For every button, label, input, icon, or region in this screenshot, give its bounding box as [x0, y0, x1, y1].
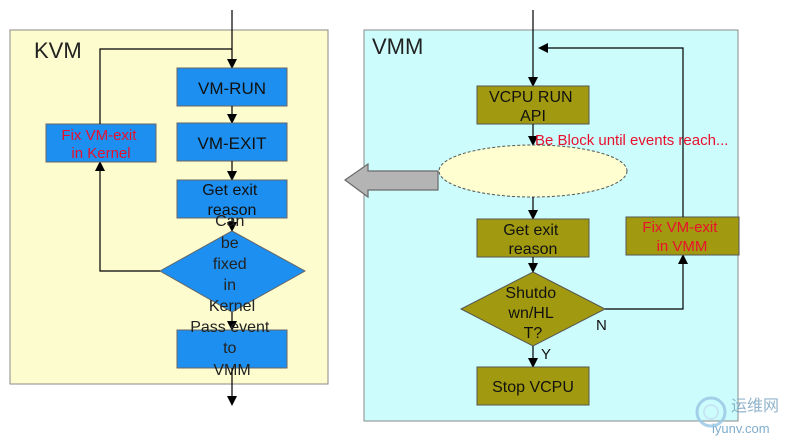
wait-events-ellipse [438, 144, 628, 198]
vm-run-label: VM-RUN [198, 79, 266, 98]
fix-in-vmm-label: Fix VM-exit in VMM [642, 219, 721, 255]
vcpu-run-api-label: VCPU RUN API [489, 89, 577, 125]
vmm-get-exit-reason-box [476, 218, 590, 258]
vmm-title: VMM [372, 34, 423, 59]
block-note: Be Block until events reach... [535, 132, 728, 149]
kvm-title: KVM [34, 38, 82, 63]
yes-label: Y [541, 346, 551, 363]
no-label: N [596, 317, 607, 334]
stop-vcpu-box [476, 366, 590, 406]
stop-vcpu-label: Stop VCPU [492, 379, 574, 396]
vm-exit-box [176, 122, 288, 162]
watermark-domain: iyunv.com [712, 421, 770, 436]
vcpu-run-api-box [476, 85, 590, 125]
watermark-name: 运维网 [731, 397, 779, 415]
pass-event-box [176, 329, 288, 369]
vmm-get-exit-reason-label: Get exit reason [503, 222, 563, 258]
kvm-fix-to-run-line [99, 48, 232, 124]
fix-in-kernel-box [45, 123, 157, 163]
vmm-decision-label: Shutdo wn/HL T? [505, 285, 560, 342]
kvm-get-exit-reason-label: Get exit reason [202, 182, 262, 219]
fix-in-vmm-box [625, 216, 740, 256]
watermark-swirl-icon [695, 396, 727, 428]
kvm-yes-loop-line [95, 161, 160, 272]
kvm-to-vmm-gray-arrow [343, 162, 439, 199]
kvm-decision-label: Can be fixed in Kernel [209, 213, 255, 315]
vmm-no-branch-line [605, 254, 688, 310]
vm-exit-label: VM-EXIT [198, 134, 267, 153]
pass-event-label: Pass event to VMM [190, 319, 274, 379]
watermark-logo: 运维网 iyunv.com [695, 396, 779, 436]
vmm-fix-loop-line [538, 43, 684, 217]
fix-in-kernel-label: Fix VM-exit in Kernel [61, 127, 140, 162]
